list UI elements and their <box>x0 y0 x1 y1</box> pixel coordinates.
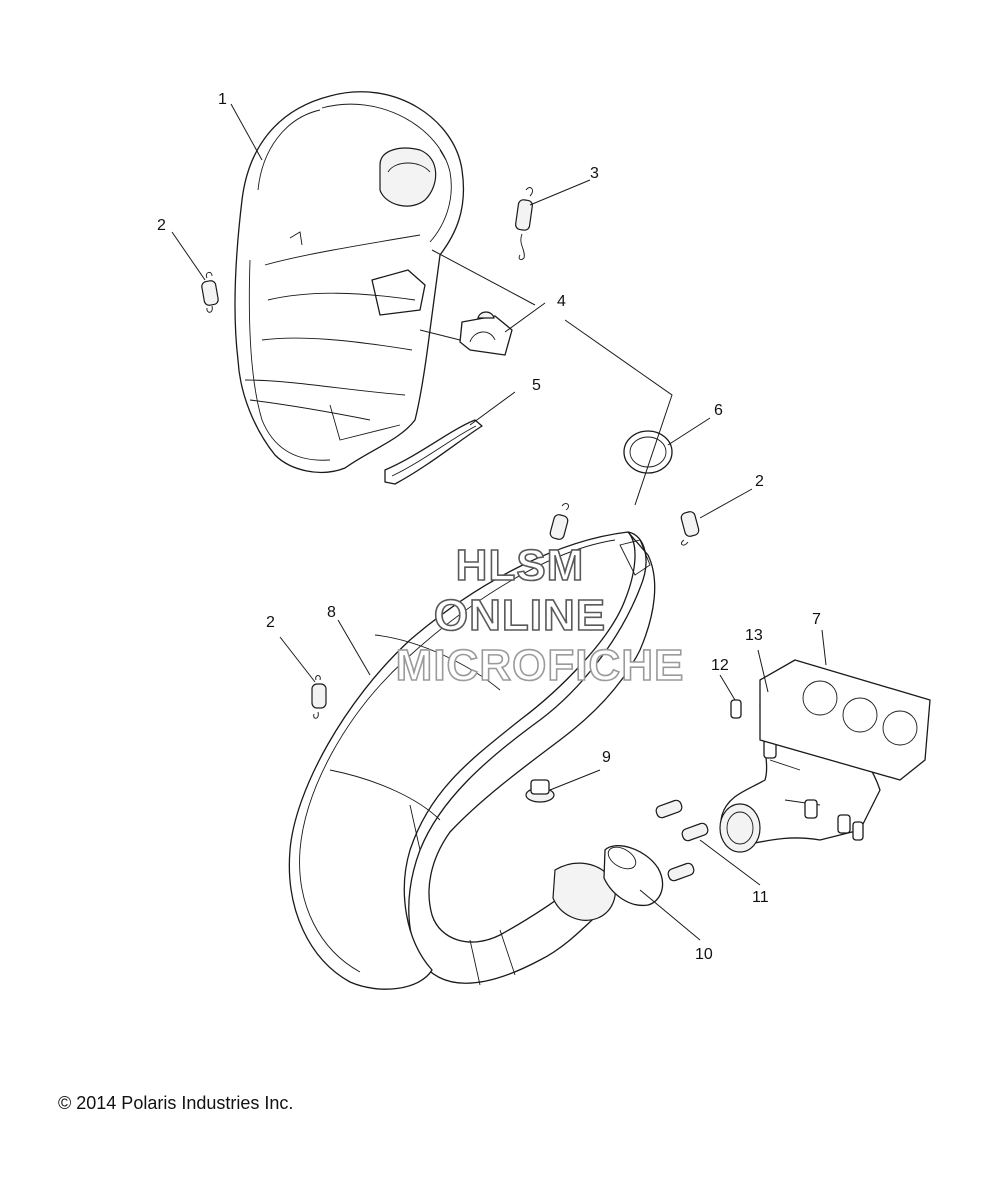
callout-9: 9 <box>602 749 611 766</box>
callout-5: 5 <box>532 377 541 394</box>
callout-12: 12 <box>711 657 729 674</box>
springs-part-11 <box>655 799 709 882</box>
callout-6: 6 <box>714 402 723 419</box>
spring-part-2-upper-left <box>201 271 219 313</box>
copyright-notice: © 2014 Polaris Industries Inc. <box>58 1093 293 1113</box>
callout-labels: 1 2 3 4 5 6 2 2 8 9 7 13 12 11 10 <box>157 91 821 963</box>
callout-2-right: 2 <box>755 473 764 490</box>
coupler-part-10 <box>603 845 664 907</box>
pad-part-5 <box>384 419 483 485</box>
watermark-line-3: MICROFICHE <box>396 641 685 690</box>
watermark-line-2: ONLINE <box>434 591 606 640</box>
manifold-gasket-part-7 <box>759 659 931 781</box>
callout-2-lower-left: 2 <box>266 614 275 631</box>
callout-11: 11 <box>752 889 769 906</box>
heat-shield-part-1 <box>234 91 465 474</box>
watermark-line-1: HLSM <box>456 541 585 590</box>
callout-7: 7 <box>812 611 821 628</box>
expansion-chamber-part-8 <box>288 531 656 990</box>
callout-8: 8 <box>327 604 336 621</box>
bolt-part-12 <box>730 699 864 841</box>
watermark: HLSM ONLINE MICROFICHE <box>395 540 685 691</box>
callout-13: 13 <box>745 627 763 644</box>
callout-1: 1 <box>218 91 227 108</box>
leader-lines <box>171 103 827 941</box>
spring-part-3 <box>515 187 533 261</box>
grommet-part-4 <box>459 311 513 356</box>
callout-10: 10 <box>695 946 713 963</box>
plug-part-9 <box>525 779 555 803</box>
spring-part-2-middle <box>549 503 700 546</box>
callout-4: 4 <box>557 293 566 310</box>
callout-2-upper-left: 2 <box>157 217 166 234</box>
spring-part-2-lower-left <box>311 675 327 719</box>
callout-3: 3 <box>590 165 599 182</box>
